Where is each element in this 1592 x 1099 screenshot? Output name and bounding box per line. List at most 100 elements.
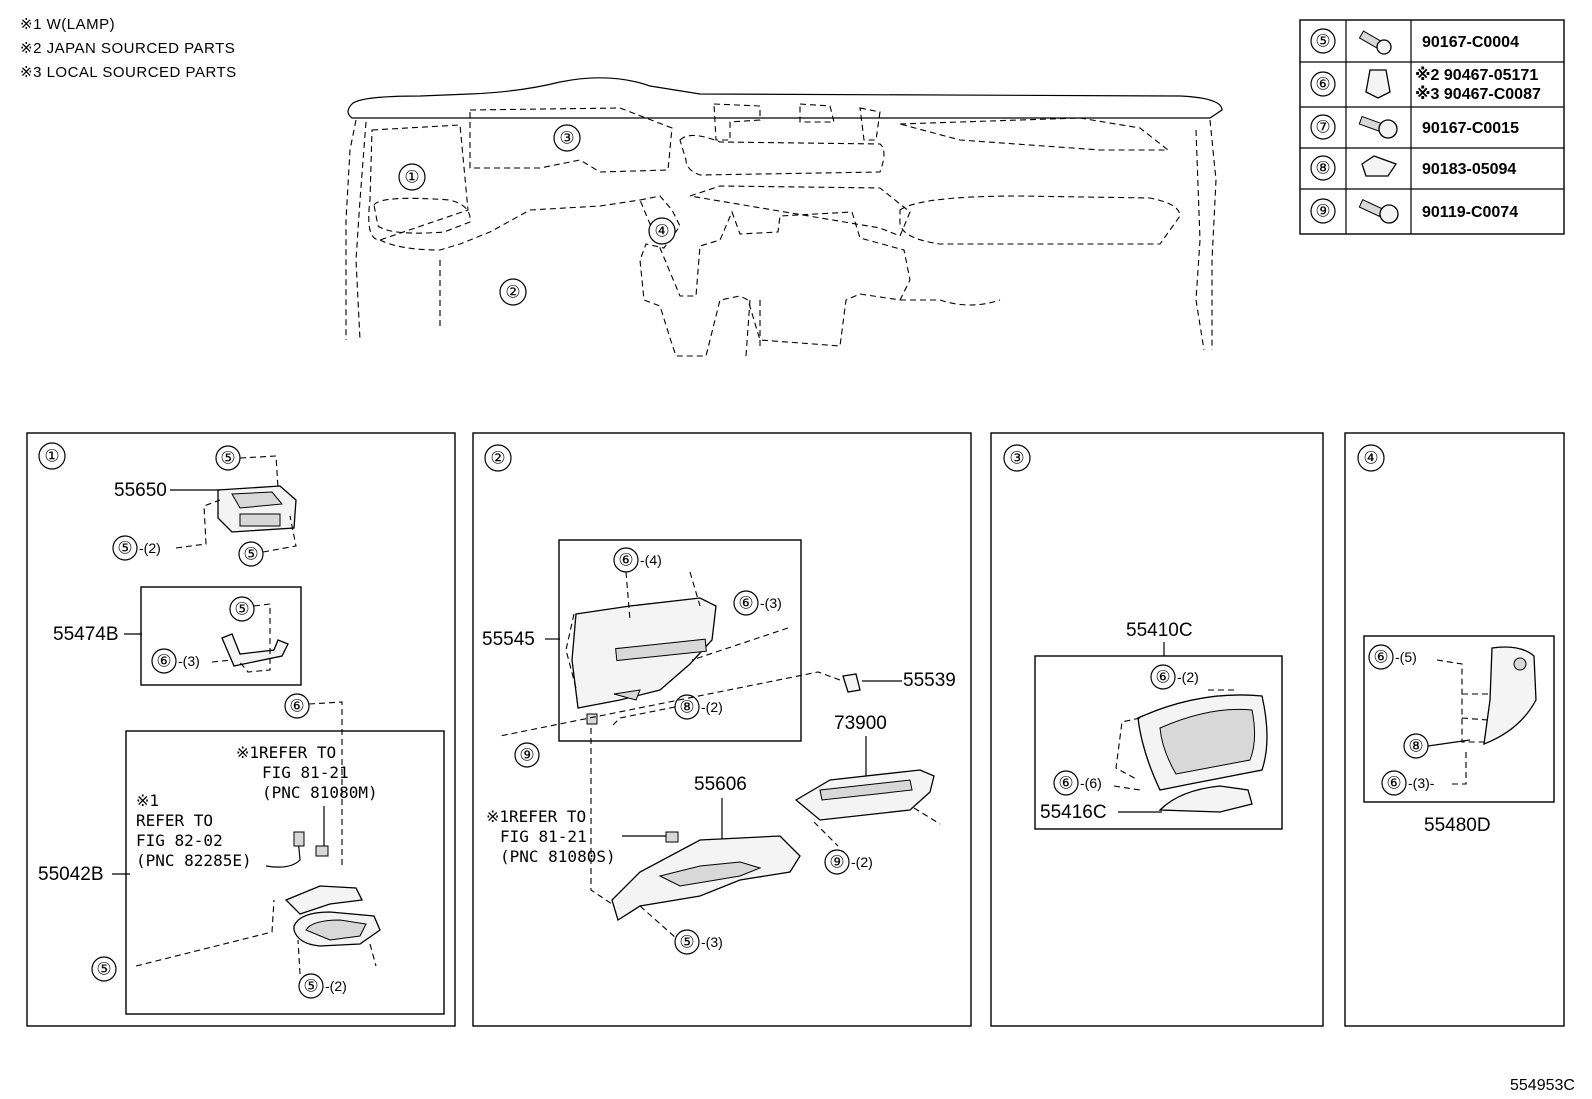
- svg-text:⑤: ⑤: [117, 539, 132, 558]
- svg-text:-(2): -(2): [701, 699, 723, 715]
- svg-text:-(2): -(2): [851, 854, 873, 870]
- clip-icon: [1365, 69, 1391, 99]
- svg-text:-(2): -(2): [325, 978, 347, 994]
- svg-text:⑤: ⑤: [234, 600, 249, 619]
- part-55545: 55545: [482, 629, 535, 650]
- svg-text:⑥: ⑥: [1155, 668, 1170, 687]
- refer-82285e-line3: FIG 82-02: [136, 831, 223, 850]
- part-55480D: 55480D: [1424, 815, 1491, 836]
- dashboard-overview: [345, 77, 1223, 357]
- refer-82285e-line1: ※1: [136, 791, 159, 810]
- part-55410C: 55410C: [1126, 620, 1193, 641]
- refer-81080s-line1: ※1REFER TO: [486, 807, 586, 826]
- svg-text:⑥: ⑥: [1386, 774, 1401, 793]
- svg-text:⑧: ⑧: [1408, 737, 1423, 756]
- svg-text:-(2): -(2): [139, 540, 161, 556]
- svg-text:※3 90467-C0087: ※3 90467-C0087: [1415, 85, 1541, 103]
- trim-strip-part: [221, 633, 289, 667]
- refer-81080s-line2: FIG 81-21: [500, 827, 587, 846]
- nut-icon: [1361, 155, 1397, 177]
- overview-callout-2: ②: [499, 278, 527, 306]
- bolt-washer-icon: [1358, 199, 1399, 224]
- module-part-73900: [794, 769, 935, 821]
- table-row: ⑧ 90183-05094: [1310, 155, 1516, 181]
- svg-text:⑨: ⑨: [829, 853, 844, 872]
- svg-text:⑨: ⑨: [519, 746, 534, 765]
- svg-text:①: ①: [404, 168, 419, 187]
- svg-text:⑥: ⑥: [738, 594, 753, 613]
- note-lamp: ※1 W(LAMP): [20, 16, 115, 33]
- panel-3-id: ③: [1009, 449, 1024, 468]
- svg-text:-(3): -(3): [178, 653, 200, 669]
- svg-text:⑥: ⑥: [156, 652, 171, 671]
- svg-text:④: ④: [654, 222, 669, 241]
- overview-callout-1: ①: [398, 163, 426, 191]
- refer-81080m-line3: (PNC 81080M): [262, 783, 378, 802]
- refer-81080m-line2: FIG 81-21: [262, 763, 349, 782]
- note-local-sourced: ※3 LOCAL SOURCED PARTS: [20, 64, 237, 81]
- svg-text:⑦: ⑦: [1315, 118, 1330, 137]
- panel-2-id: ②: [490, 449, 505, 468]
- svg-text:⑤: ⑤: [220, 449, 235, 468]
- svg-text:②: ②: [505, 283, 520, 302]
- part-73900: 73900: [834, 713, 887, 734]
- refer-81080m-line1: ※1REFER TO: [236, 743, 336, 762]
- svg-text:⑤: ⑤: [679, 933, 694, 952]
- svg-text:90183-05094: 90183-05094: [1422, 161, 1516, 178]
- overview-callout-4: ④: [648, 217, 676, 245]
- svg-text:-(4): -(4): [640, 552, 662, 568]
- table-row: ⑨ 90119-C0074: [1310, 198, 1518, 224]
- switch-bezel-part: [284, 885, 381, 947]
- svg-text:⑤: ⑤: [96, 960, 111, 979]
- cluster-lower-part: [1158, 785, 1253, 813]
- part-55474B: 55474B: [53, 624, 119, 645]
- table-row: ⑦ 90167-C0015: [1310, 114, 1519, 140]
- note-japan-sourced: ※2 JAPAN SOURCED PARTS: [20, 40, 235, 57]
- svg-text:⑤: ⑤: [243, 545, 258, 564]
- lower-panel-part: [571, 597, 717, 709]
- panel-1: ① 55650 ⑤ ⑤ -(2) ⑤ 55474B ⑤ ⑥ -(3): [26, 432, 456, 1027]
- svg-text:③: ③: [559, 129, 574, 148]
- part-55416C: 55416C: [1040, 802, 1107, 823]
- svg-text:-(3)-: -(3)-: [1408, 775, 1435, 791]
- refer-81080s-line3: (PNC 81080S): [500, 847, 616, 866]
- bolt-icon: [1358, 30, 1392, 55]
- figure-id: 554953C: [1510, 1077, 1575, 1094]
- svg-text:90119-C0074: 90119-C0074: [1422, 204, 1518, 221]
- svg-text:-(5): -(5): [1395, 649, 1417, 665]
- svg-text:⑥: ⑥: [289, 697, 304, 716]
- fastener-table: ⑤ 90167-C0004 ⑥ ※2 90467-05171 ※3 90467-…: [1299, 19, 1565, 235]
- part-55042B: 55042B: [38, 864, 104, 885]
- part-55650: 55650: [114, 480, 167, 501]
- svg-text:⑤: ⑤: [1315, 32, 1330, 51]
- svg-text:90167-C0015: 90167-C0015: [1422, 120, 1519, 137]
- svg-text:90167-C0004: 90167-C0004: [1422, 34, 1519, 51]
- refer-82285e-line4: (PNC 82285E): [136, 851, 252, 870]
- svg-text:⑨: ⑨: [1315, 202, 1330, 221]
- svg-text:⑧: ⑧: [1315, 159, 1330, 178]
- svg-text:⑧: ⑧: [679, 698, 694, 717]
- panel-4-id: ④: [1363, 449, 1378, 468]
- svg-text:⑥: ⑥: [618, 551, 633, 570]
- panel-1-id: ①: [44, 447, 59, 466]
- svg-text:-(2): -(2): [1177, 669, 1199, 685]
- part-55606: 55606: [694, 774, 747, 795]
- svg-text:⑤: ⑤: [303, 977, 318, 996]
- side-trim-part: [1483, 646, 1537, 746]
- svg-text:⑥: ⑥: [1373, 648, 1388, 667]
- overview-callout-3: ③: [553, 124, 581, 152]
- vent-part: [217, 485, 297, 533]
- screw-icon: [1358, 115, 1398, 139]
- clip-part-55539: [842, 673, 861, 693]
- part-55539: 55539: [903, 670, 956, 691]
- panel-2: ② ⑥ -(4) ⑥ -(3) 55545 ⑧ -(2) 55539 ⑨ 739…: [472, 432, 972, 1027]
- svg-text:※2 90467-05171: ※2 90467-05171: [1415, 66, 1538, 84]
- svg-text:⑥: ⑥: [1058, 774, 1073, 793]
- svg-text:-(3): -(3): [701, 934, 723, 950]
- svg-text:-(6): -(6): [1080, 775, 1102, 791]
- bracket-part-55606: [611, 835, 801, 922]
- svg-text:⑥: ⑥: [1315, 75, 1330, 94]
- svg-text:-(3): -(3): [760, 595, 782, 611]
- panel-3: ③ 55410C ⑥ -(2) ⑥ -(6) 55416C: [990, 432, 1324, 1027]
